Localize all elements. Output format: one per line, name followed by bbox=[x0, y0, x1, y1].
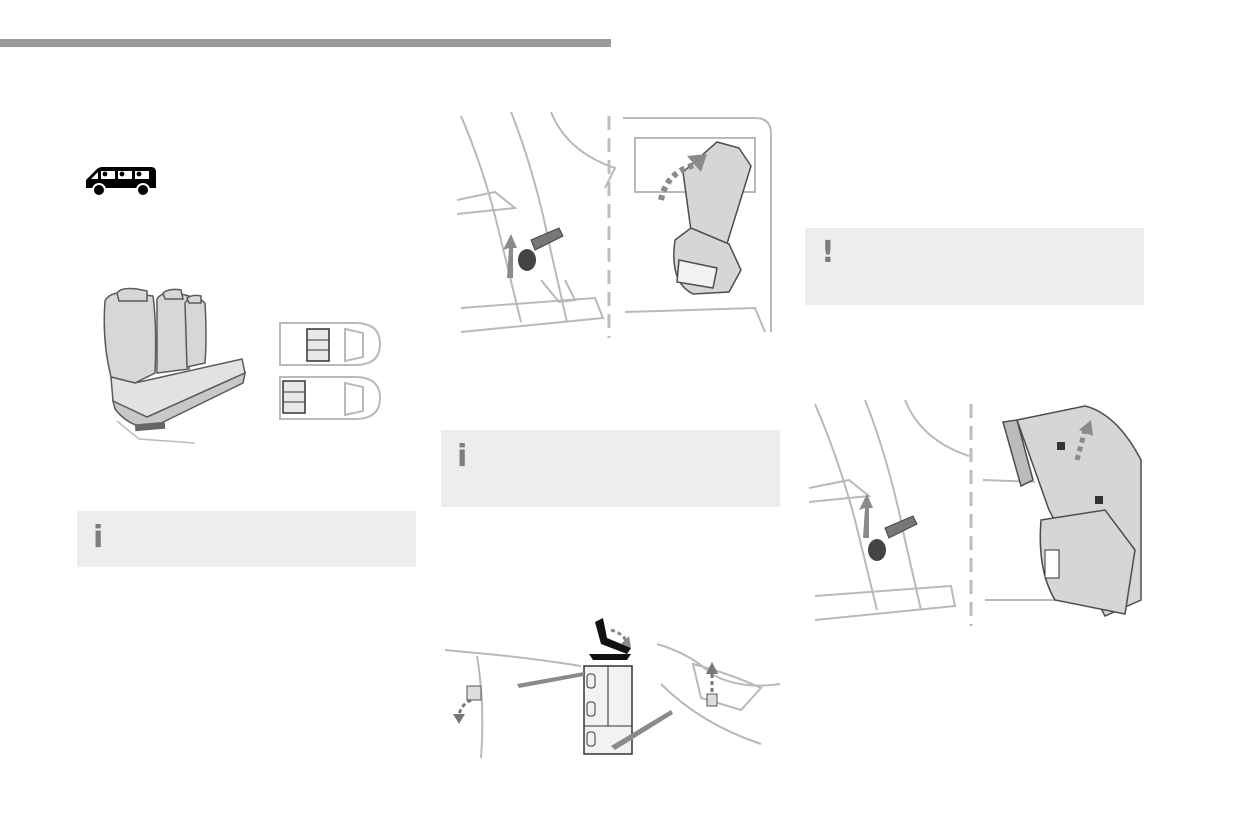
seat-lever-fold-illustration bbox=[455, 112, 780, 338]
section-divider-bar bbox=[0, 39, 611, 47]
van-with-passengers-icon bbox=[83, 164, 159, 198]
info-icon: i bbox=[457, 439, 468, 474]
warning-icon: ! bbox=[821, 235, 835, 270]
bench-removal-illustration bbox=[805, 400, 1144, 626]
info-icon: i bbox=[93, 520, 104, 555]
warning-note-box: ! bbox=[805, 228, 1144, 305]
bench-seat-illustration bbox=[77, 281, 416, 461]
seat-anchor-release-illustration bbox=[441, 614, 780, 760]
info-note-box: i bbox=[441, 430, 780, 507]
info-note-box: i bbox=[77, 511, 416, 567]
